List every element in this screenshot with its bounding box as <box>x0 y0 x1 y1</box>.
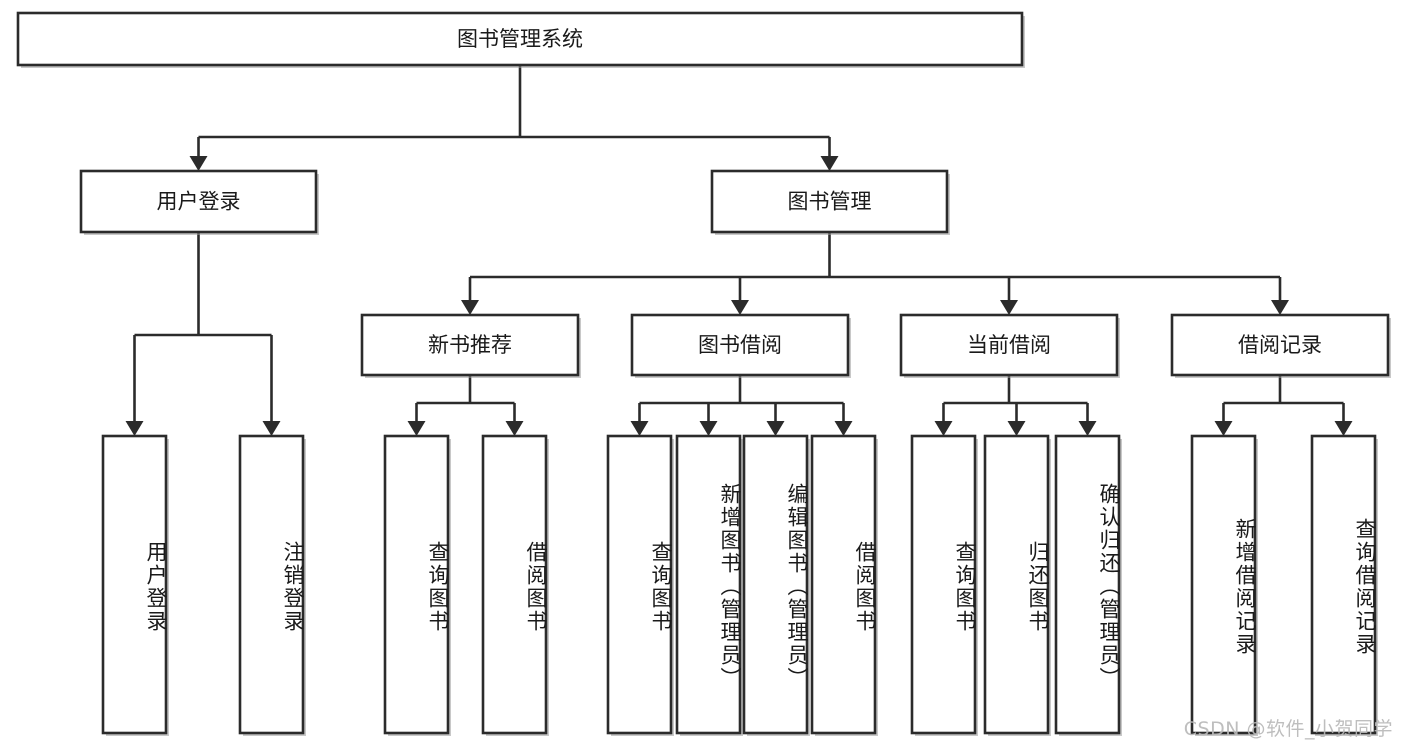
node-label: 图书管理系统 <box>457 27 583 51</box>
node-box[interactable] <box>383 434 450 735</box>
node-leaf-query-book-current[interactable] <box>910 434 978 736</box>
node-leaf-edit-book-admin[interactable] <box>742 434 810 736</box>
node-box[interactable] <box>16 11 1024 67</box>
node-label: 当前借阅 <box>967 333 1051 357</box>
connector-group-book-borrow <box>630 375 853 436</box>
node-borrow-record[interactable]: 借阅记录 <box>1170 313 1391 378</box>
arrow-head-icon <box>630 421 649 436</box>
node-box[interactable] <box>742 434 809 735</box>
node-box[interactable] <box>481 434 548 735</box>
node-box[interactable] <box>606 434 673 735</box>
node-label: 用户登录 <box>157 190 241 214</box>
node-current-borrow[interactable]: 当前借阅 <box>899 313 1120 378</box>
node-box[interactable] <box>79 169 318 234</box>
node-leaf-borrow-book[interactable] <box>810 434 878 736</box>
arrow-head-icon <box>125 421 144 436</box>
node-box[interactable] <box>630 313 850 377</box>
node-leaf-add-book-admin[interactable] <box>675 434 743 736</box>
node-box[interactable] <box>899 313 1119 377</box>
arrow-head-icon <box>1000 300 1018 315</box>
node-box[interactable] <box>101 434 168 735</box>
arrow-head-icon <box>731 300 749 315</box>
node-label: 新书推荐 <box>428 333 512 357</box>
connector-group-root <box>189 65 839 171</box>
arrow-head-icon <box>1271 300 1289 315</box>
connector-group-borrow-record <box>1214 375 1353 436</box>
arrow-head-icon <box>820 156 839 171</box>
node-leaf-query-book-borrow[interactable] <box>606 434 674 736</box>
connector-group-user-login <box>125 232 281 436</box>
node-label: 图书借阅 <box>698 333 782 357</box>
arrow-head-icon <box>1078 421 1097 436</box>
arrow-head-icon <box>461 300 479 315</box>
node-box[interactable] <box>810 434 877 735</box>
arrow-head-icon <box>407 421 426 436</box>
node-box[interactable] <box>1310 434 1377 735</box>
connector-group-current-borrow <box>934 375 1097 436</box>
connector-group-book-manage <box>461 232 1289 315</box>
arrow-head-icon <box>699 421 718 436</box>
node-root[interactable]: 图书管理系统 <box>16 11 1025 68</box>
node-leaf-user-login[interactable] <box>101 434 169 736</box>
node-label: 图书管理 <box>788 190 872 214</box>
node-box[interactable] <box>1190 434 1257 735</box>
connector-group-new-book-recommend <box>407 375 524 436</box>
node-leaf-query-borrow-record[interactable] <box>1310 434 1378 736</box>
node-leaf-confirm-return-admin[interactable] <box>1054 434 1122 736</box>
arrow-head-icon <box>934 421 953 436</box>
watermark-text: CSDN @软件_小贺同学 <box>1183 718 1393 740</box>
node-box[interactable] <box>910 434 977 735</box>
node-box[interactable] <box>360 313 580 377</box>
node-box[interactable] <box>710 169 949 234</box>
arrow-head-icon <box>505 421 524 436</box>
node-box[interactable] <box>238 434 305 735</box>
arrow-head-icon <box>189 156 208 171</box>
node-leaf-borrow-book-recommend[interactable] <box>481 434 549 736</box>
node-book-manage[interactable]: 图书管理 <box>710 169 950 235</box>
node-box[interactable] <box>675 434 742 735</box>
arrow-head-icon <box>834 421 853 436</box>
node-box[interactable] <box>983 434 1050 735</box>
arrow-head-icon <box>262 421 281 436</box>
node-new-book-recommend[interactable]: 新书推荐 <box>360 313 581 378</box>
node-leaf-logout[interactable] <box>238 434 306 736</box>
node-label: 借阅记录 <box>1238 333 1322 357</box>
node-box[interactable] <box>1054 434 1121 735</box>
node-book-borrow[interactable]: 图书借阅 <box>630 313 851 378</box>
node-box[interactable] <box>1170 313 1390 377</box>
arrow-head-icon <box>766 421 785 436</box>
arrow-head-icon <box>1007 421 1026 436</box>
node-leaf-return-book[interactable] <box>983 434 1051 736</box>
arrow-head-icon <box>1214 421 1233 436</box>
node-user-login[interactable]: 用户登录 <box>79 169 319 235</box>
node-leaf-query-book-recommend[interactable] <box>383 434 451 736</box>
node-leaf-add-borrow-record[interactable] <box>1190 434 1258 736</box>
arrow-head-icon <box>1334 421 1353 436</box>
